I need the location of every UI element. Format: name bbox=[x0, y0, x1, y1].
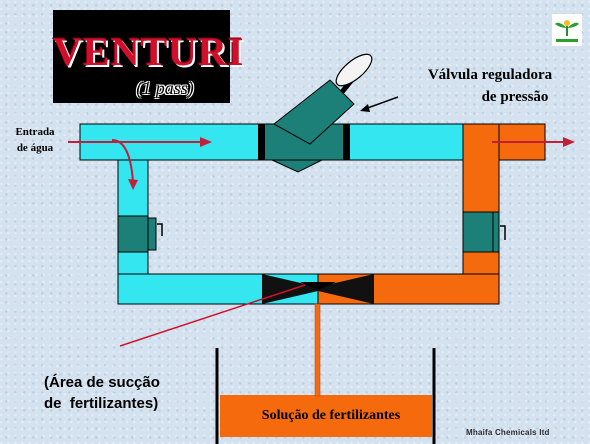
diagram-subtitle: (1 pass) bbox=[136, 78, 194, 98]
title-box bbox=[53, 10, 230, 103]
outlet-flow-arrowhead bbox=[563, 137, 575, 147]
venturi-nozzle bbox=[300, 282, 336, 290]
suction-tube bbox=[314, 303, 321, 397]
regulator-flange-right bbox=[343, 124, 350, 160]
valve-label-line1: Válvula reguladora bbox=[427, 67, 553, 83]
suction-label-line2: de fertilizantes) bbox=[44, 395, 159, 412]
footer-watermark: Mhaifa Chemicals ltd bbox=[466, 428, 550, 437]
outlet-pipe-bottom bbox=[317, 273, 500, 305]
valve-label: Válvula reguladora de pressão bbox=[400, 64, 580, 108]
branch-flow-arrowhead bbox=[128, 179, 138, 190]
regulator-valve-bottom bbox=[271, 159, 323, 173]
valve-handle-icon bbox=[335, 53, 373, 87]
suction-label: (Área de sucção de fertilizantes) bbox=[44, 372, 234, 414]
inlet-check-valve bbox=[117, 215, 149, 253]
valve-label-line2: de pressão bbox=[481, 89, 549, 105]
outlet-check-valve bbox=[462, 211, 494, 253]
suction-label-line1: (Área de sucção bbox=[44, 374, 160, 391]
suction-pointer-line bbox=[119, 284, 306, 347]
diagram-title: VENTURI bbox=[53, 29, 245, 74]
regulator-valve-bonnet bbox=[273, 79, 355, 145]
tank-label: Solução de fertilizantes bbox=[261, 408, 401, 423]
inlet-label: Entrada de água bbox=[5, 124, 65, 156]
outlet-check-valve-cap bbox=[492, 211, 500, 253]
inlet-flow-arrowhead bbox=[200, 137, 212, 147]
valve-pointer-head bbox=[360, 104, 370, 112]
company-logo-icon bbox=[552, 14, 582, 46]
inlet-check-valve-handle bbox=[157, 223, 163, 236]
inlet-check-valve-cap bbox=[147, 217, 157, 251]
inlet-label-line2: de água bbox=[16, 142, 54, 154]
inlet-label-line1: Entrada bbox=[15, 126, 55, 138]
branch-flow-arrow bbox=[111, 139, 134, 183]
outlet-check-valve-handle bbox=[500, 225, 506, 240]
regulator-flange-left bbox=[258, 124, 265, 160]
fertilizer-solution bbox=[220, 395, 432, 437]
